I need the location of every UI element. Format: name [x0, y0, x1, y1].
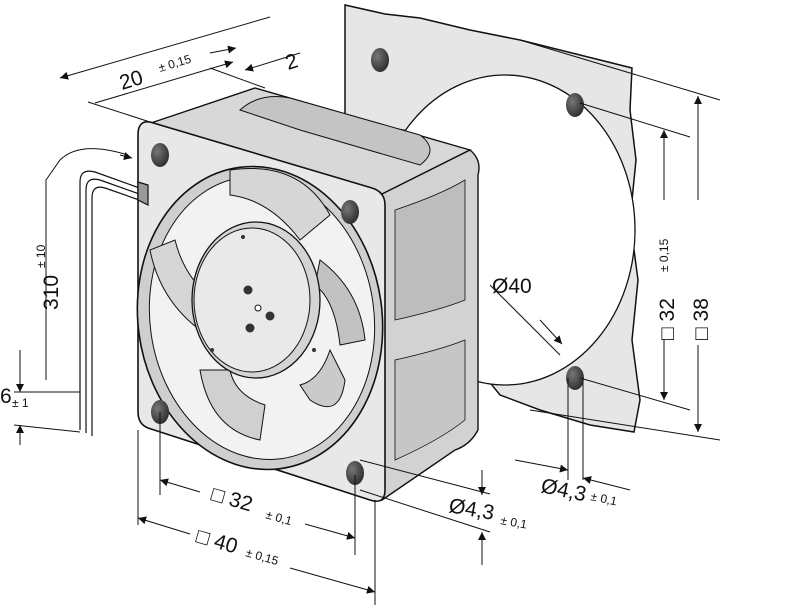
cable-length-tolerance: ± 10 — [34, 244, 48, 268]
depth-tolerance: ± 0,15 — [157, 52, 193, 75]
hole-pitch-tolerance: ± 0,1 — [264, 507, 294, 528]
fan-body — [136, 87, 480, 503]
hole-pitch-value: □ 32 — [209, 483, 256, 517]
panel-hole-icon — [566, 366, 584, 390]
dimension-lines — [13, 16, 721, 605]
mount-hole-tolerance: ± 0,1 — [499, 513, 528, 531]
panel-hole-icon — [371, 48, 389, 72]
mount-hole-icon — [341, 200, 359, 224]
dimension-labels: 20 ± 0,15 2 310 ± 10 6 ± 1 □ 32 ± 0,15 □… — [0, 49, 713, 568]
mount-hole-icon — [151, 143, 169, 167]
cutout-pitch-tolerance: ± 0,15 — [657, 238, 671, 272]
frame-size-tolerance: ± 0,15 — [244, 545, 280, 568]
strip-length-tolerance: ± 1 — [12, 396, 29, 410]
mount-hole-icon — [346, 461, 364, 485]
cutout-hole-tolerance: ± 0,1 — [589, 489, 618, 508]
cutout-pitch-value: □ 32 — [656, 298, 679, 340]
frame-size-value: □ 40 — [194, 525, 241, 559]
cable-leads — [79, 170, 149, 436]
cable-length-value: 310 — [40, 275, 63, 310]
panel-hole-icon — [566, 93, 584, 117]
cutout-diameter-value: Ø40 — [492, 275, 532, 298]
strip-length-value: 6 — [0, 385, 12, 408]
cutout-hole-value: Ø4,3 — [539, 474, 588, 506]
cutout-size-value: □ 38 — [690, 298, 713, 340]
depth-value: 20 — [117, 66, 146, 95]
